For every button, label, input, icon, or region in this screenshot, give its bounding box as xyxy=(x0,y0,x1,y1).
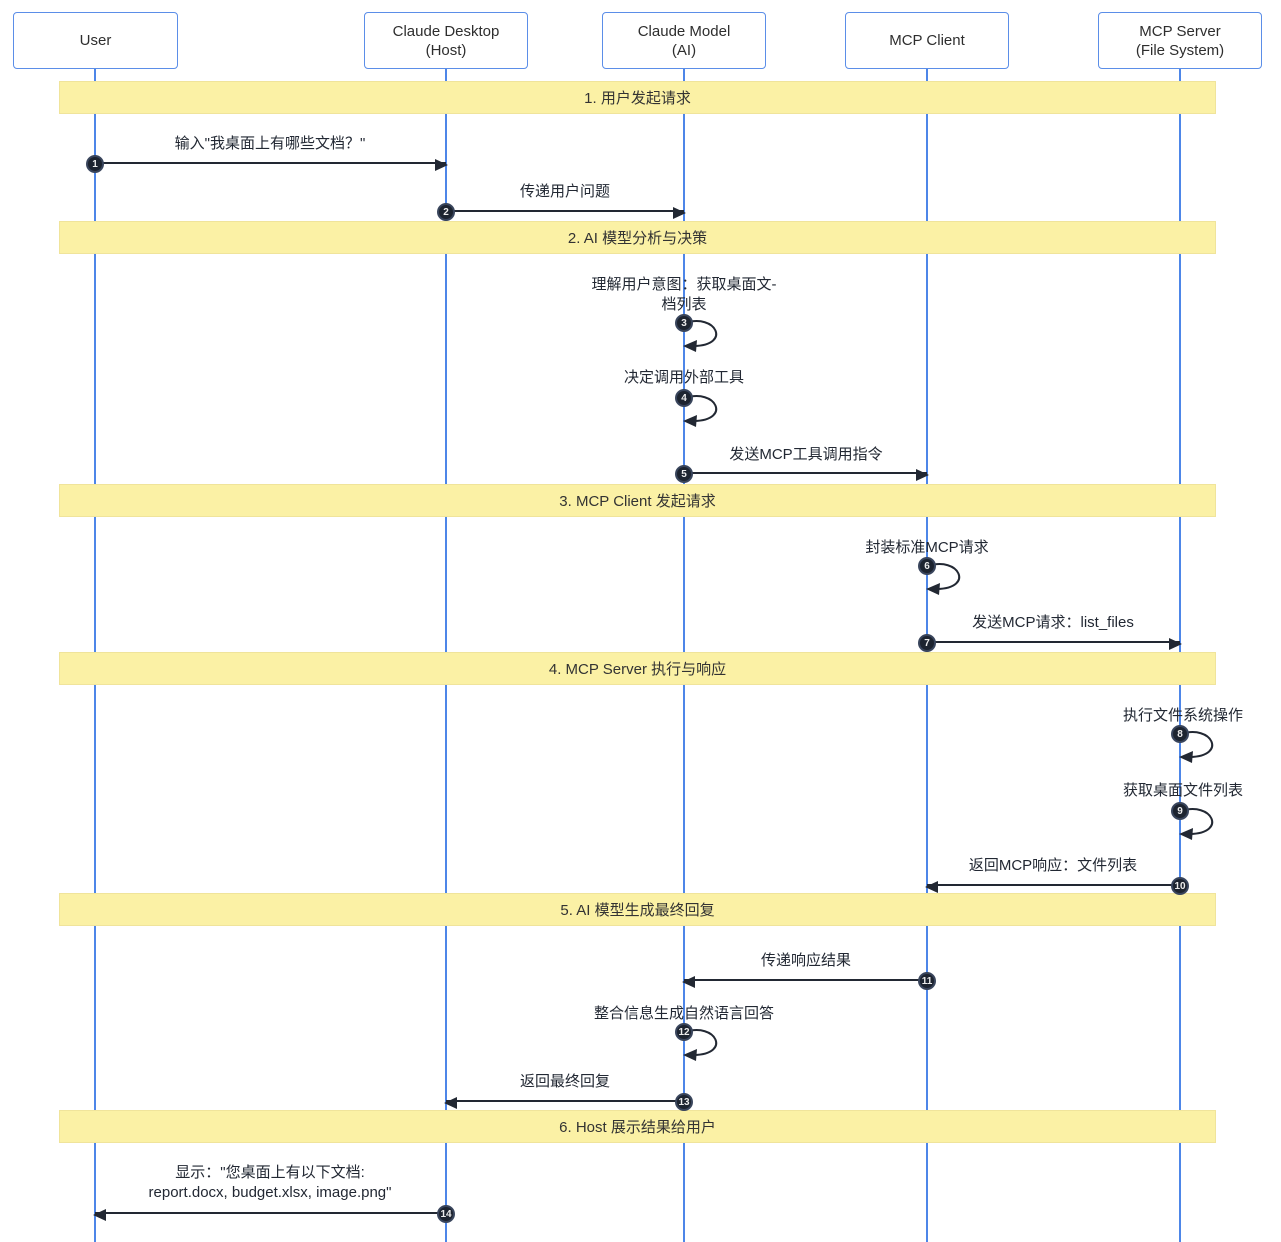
participant-mcp-server: MCP Server (File System) xyxy=(1098,12,1262,69)
message-label-9: 获取桌面文件列表 xyxy=(1122,782,1244,799)
self-loop-arrow xyxy=(1179,731,1214,763)
message-number-badge: 1 xyxy=(86,155,104,173)
phase-title: 3. MCP Client 发起请求 xyxy=(559,493,716,510)
message-label-11: 传递响应结果 xyxy=(760,952,852,969)
self-loop-arrow xyxy=(683,395,718,427)
participant-sublabel: (AI) xyxy=(671,41,697,59)
participant-label: MCP Client xyxy=(889,32,965,49)
message-arrow-11 xyxy=(682,976,927,988)
message-arrow-1 xyxy=(95,159,448,171)
message-number-badge: 10 xyxy=(1171,877,1189,895)
message-label-line2: report.docx, budget.xlsx, image.png" xyxy=(148,1184,392,1201)
message-number-badge: 13 xyxy=(675,1093,693,1111)
message-label-5: 发送MCP工具调用指令 xyxy=(729,446,883,463)
participant-label: Claude Model xyxy=(637,22,731,40)
participant-label: Claude Desktop xyxy=(392,22,500,40)
message-label-10: 返回MCP响应：文件列表 xyxy=(968,857,1138,874)
arrowhead-left-icon xyxy=(93,1209,106,1221)
message-label-1: 输入"我桌面上有哪些文档？" xyxy=(174,135,366,152)
message-number-badge: 5 xyxy=(675,465,693,483)
message-label-3: 理解用户意图：获取桌面文- 档列表 xyxy=(592,275,777,315)
self-loop-arrow xyxy=(683,320,718,352)
message-label-line1: 显示："您桌面上有以下文档: xyxy=(175,1164,365,1181)
arrowhead-right-icon xyxy=(1169,638,1182,650)
message-number-badge: 2 xyxy=(437,203,455,221)
phase-band-4: 4. MCP Server 执行与响应 xyxy=(59,652,1216,685)
phase-title: 5. AI 模型生成最终回复 xyxy=(560,902,715,919)
message-label-7: 发送MCP请求：list_files xyxy=(972,614,1134,631)
phase-title: 2. AI 模型分析与决策 xyxy=(567,230,708,247)
message-arrow-2 xyxy=(446,207,686,219)
message-arrow-10 xyxy=(925,881,1180,893)
phase-band-6: 6. Host 展示结果给用户 xyxy=(59,1110,1216,1143)
message-number-badge: 9 xyxy=(1171,802,1189,820)
participant-claude-desktop: Claude Desktop (Host) xyxy=(364,12,528,69)
arrowhead-left-icon xyxy=(925,881,938,893)
message-number-badge: 14 xyxy=(437,1205,455,1223)
message-label-2: 传递用户问题 xyxy=(519,183,611,200)
participant-mcp-client: MCP Client xyxy=(845,12,1009,69)
phase-title: 4. MCP Server 执行与响应 xyxy=(548,661,727,678)
message-number-badge: 3 xyxy=(675,314,693,332)
message-number-badge: 8 xyxy=(1171,725,1189,743)
message-label-12: 整合信息生成自然语言回答 xyxy=(593,1005,775,1022)
self-loop-arrow xyxy=(926,563,961,595)
arrowhead-right-icon xyxy=(916,469,929,481)
arrowhead-left-icon xyxy=(444,1097,457,1109)
phase-title: 1. 用户发起请求 xyxy=(584,90,691,107)
arrowhead-left-icon xyxy=(682,976,695,988)
phase-band-1: 1. 用户发起请求 xyxy=(59,81,1216,114)
participant-claude-model: Claude Model (AI) xyxy=(602,12,766,69)
participant-label: MCP Server xyxy=(1139,22,1221,40)
phase-band-3: 3. MCP Client 发起请求 xyxy=(59,484,1216,517)
message-arrow-14 xyxy=(93,1209,446,1221)
message-label-8: 执行文件系统操作 xyxy=(1122,707,1244,724)
participant-label: User xyxy=(79,32,112,49)
phase-band-2: 2. AI 模型分析与决策 xyxy=(59,221,1216,254)
message-label-13: 返回最终回复 xyxy=(519,1073,611,1090)
message-label-6: 封装标准MCP请求 xyxy=(865,539,989,556)
self-loop-arrow xyxy=(1179,808,1214,840)
arrowhead-right-icon xyxy=(435,159,448,171)
message-arrow-13 xyxy=(444,1097,684,1109)
phase-title: 6. Host 展示结果给用户 xyxy=(559,1119,716,1136)
arrowhead-right-icon xyxy=(673,207,686,219)
message-label-14: 显示："您桌面上有以下文档: report.docx, budget.xlsx,… xyxy=(149,1163,392,1203)
message-number-badge: 11 xyxy=(918,972,936,990)
message-arrow-5 xyxy=(684,469,929,481)
message-label-line1: 理解用户意图：获取桌面文- xyxy=(591,276,777,293)
participant-sublabel: (Host) xyxy=(425,41,467,59)
message-number-badge: 7 xyxy=(918,634,936,652)
message-arrow-7 xyxy=(927,638,1182,650)
message-label-4: 决定调用外部工具 xyxy=(623,369,745,386)
participant-user: User xyxy=(13,12,178,69)
message-number-badge: 6 xyxy=(918,557,936,575)
message-label-line2: 档列表 xyxy=(661,296,707,313)
message-number-badge: 4 xyxy=(675,389,693,407)
message-number-badge: 12 xyxy=(675,1023,693,1041)
phase-band-5: 5. AI 模型生成最终回复 xyxy=(59,893,1216,926)
self-loop-arrow xyxy=(683,1029,718,1061)
participant-sublabel: (File System) xyxy=(1135,41,1225,59)
